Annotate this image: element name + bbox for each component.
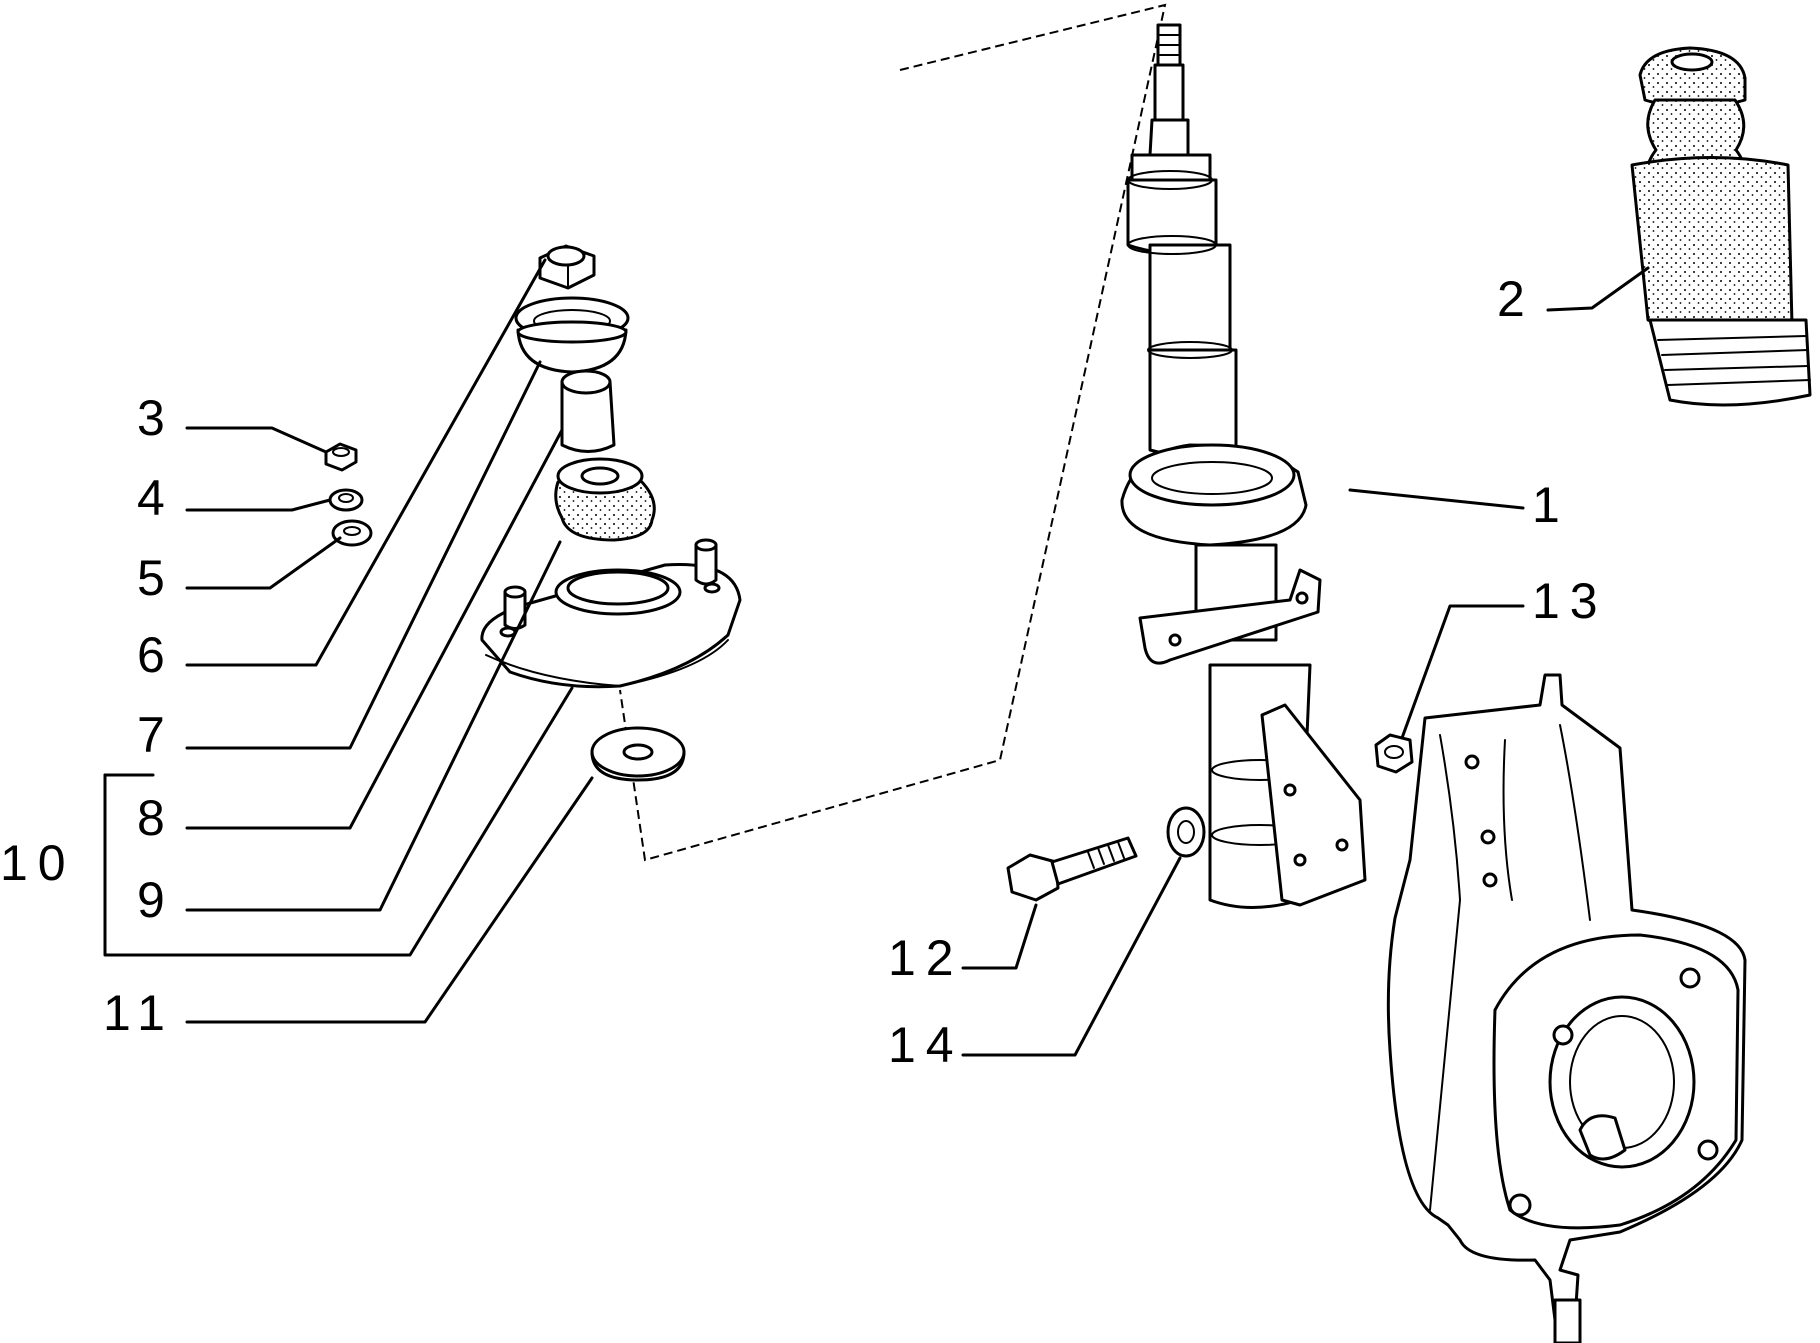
callout-10: 10: [0, 835, 76, 891]
part-11-washer: [590, 726, 686, 782]
leader-10-bracket: [103, 686, 574, 957]
callout-2: 2: [1497, 271, 1535, 327]
callout-14: 14: [888, 1017, 964, 1073]
steering-knuckle: [1386, 673, 1747, 1343]
leader-4: [185, 498, 332, 512]
leader-12: [961, 903, 1038, 970]
callout-5: 5: [137, 550, 175, 606]
callout-1: 1: [1532, 477, 1570, 533]
part-14-washer: [1166, 806, 1206, 858]
callout-6: 6: [137, 627, 175, 683]
leader-3: [185, 426, 328, 454]
leader-13: [1400, 604, 1525, 740]
leader-2: [1546, 266, 1650, 312]
leader-6: [185, 258, 547, 667]
part-4-lock-washer: [328, 488, 364, 512]
callout-13: 13: [1532, 573, 1608, 629]
part-2-bump-stop-boot: [1630, 46, 1812, 407]
leader-11: [185, 776, 594, 1024]
part-6-top-nut: [538, 244, 596, 290]
part-7-cup: [514, 296, 630, 374]
part-10-mount-plate: [480, 538, 742, 689]
part-12-bolt: [1006, 836, 1138, 902]
callout-3: 3: [137, 390, 175, 446]
leader-5: [185, 536, 342, 590]
callout-4: 4: [137, 470, 175, 526]
leader-1: [1348, 488, 1525, 510]
callout-9: 9: [137, 872, 175, 928]
leader-7: [185, 360, 542, 750]
part-5-flat-washer: [331, 519, 373, 547]
callout-8: 8: [137, 790, 175, 846]
callout-7: 7: [137, 707, 175, 763]
leader-8: [185, 428, 564, 830]
part-1-shock-absorber: [1120, 23, 1367, 909]
part-3-small-nut: [324, 442, 358, 472]
callout-11: 11: [103, 985, 175, 1041]
leader-14: [961, 856, 1182, 1057]
assembly-guide-line: [619, 3, 1167, 862]
part-13-nut: [1374, 733, 1414, 774]
leader-9: [185, 540, 562, 912]
part-9-rubber-bushing: [554, 457, 656, 542]
part-8-sleeve: [560, 369, 616, 453]
callout-12: 12: [888, 930, 964, 986]
